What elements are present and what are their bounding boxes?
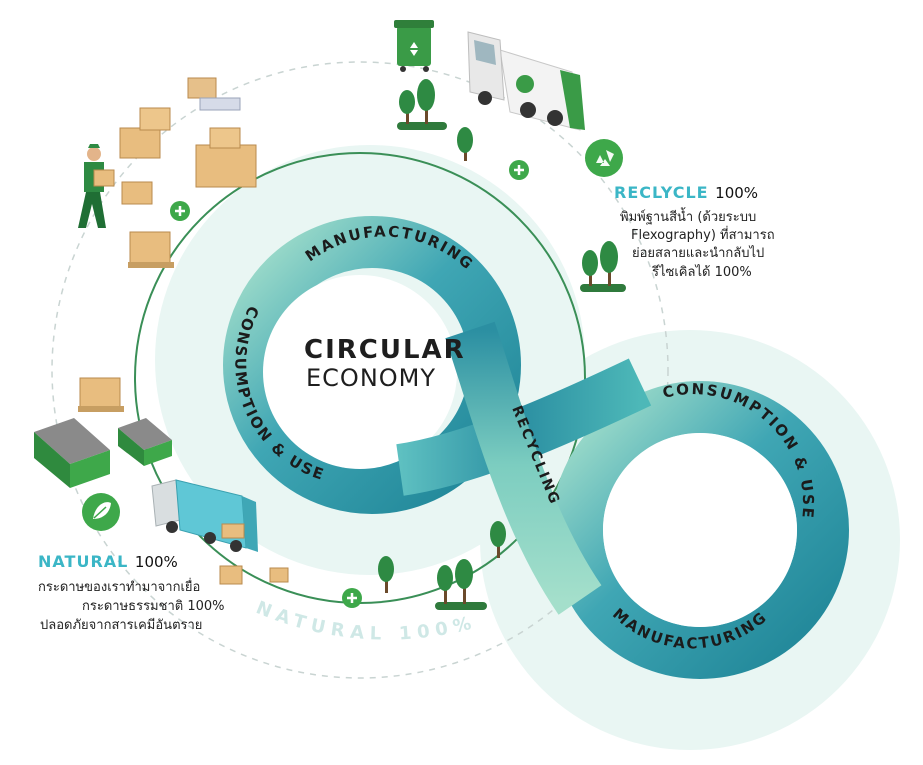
recycle-line-4: รีไซเคิลได้ 100% xyxy=(652,265,752,280)
title-circular: CIRCULAR xyxy=(304,335,466,365)
recycle-line-1: พิมพ์ฐานสีน้ำ (ด้วยระบบ xyxy=(620,210,757,225)
plus-marker-left xyxy=(170,201,190,221)
natural-line-2: กระดาษธรรมชาติ 100% xyxy=(82,599,225,614)
natural-title: NATURAL 100% xyxy=(38,552,178,571)
crossing-band-recycling xyxy=(445,321,602,615)
title-economy: ECONOMY xyxy=(306,364,437,392)
small-boxes-bottom xyxy=(219,565,289,585)
recycle-percent: 100% xyxy=(715,184,759,202)
loop-left-hole xyxy=(263,275,457,469)
warehouse-large xyxy=(34,418,110,488)
green-recycling-bin xyxy=(394,20,434,72)
garbage-truck xyxy=(467,31,585,131)
tree-group-right xyxy=(580,241,626,292)
natural-line-1: กระดาษของเราทำมาจากเยื่อ xyxy=(38,580,201,595)
loop-right xyxy=(551,381,849,679)
pallet-boxes-left xyxy=(78,377,124,412)
recycle-icon xyxy=(585,139,623,177)
natural-percent: 100% xyxy=(134,553,178,571)
recycle-line-3: ย่อยสลายและนำกลับไป xyxy=(632,246,765,261)
leaf-icon xyxy=(82,493,120,531)
worker-figure xyxy=(78,144,115,228)
recycle-title-text: RECLYCLE xyxy=(614,183,709,202)
natural-title-text: NATURAL xyxy=(38,552,129,571)
plus-marker-top xyxy=(509,160,529,180)
tree-group-bottom xyxy=(378,521,506,610)
plus-marker-bottom xyxy=(342,588,362,608)
tree-ring-top xyxy=(457,127,473,161)
outer-dashed-ring xyxy=(51,61,669,679)
loop-right-hole xyxy=(603,433,797,627)
delivery-truck xyxy=(151,479,258,552)
warehouse-small xyxy=(118,418,172,466)
cardboard-boxes-top xyxy=(119,77,257,268)
recycle-line-2: Flexography) ที่สามารถ xyxy=(631,228,775,243)
recycle-title: RECLYCLE 100% xyxy=(614,183,758,202)
tree-group-top xyxy=(397,79,447,130)
natural-line-3: ปลอดภัยจากสารเคมีอันตราย xyxy=(40,618,203,633)
